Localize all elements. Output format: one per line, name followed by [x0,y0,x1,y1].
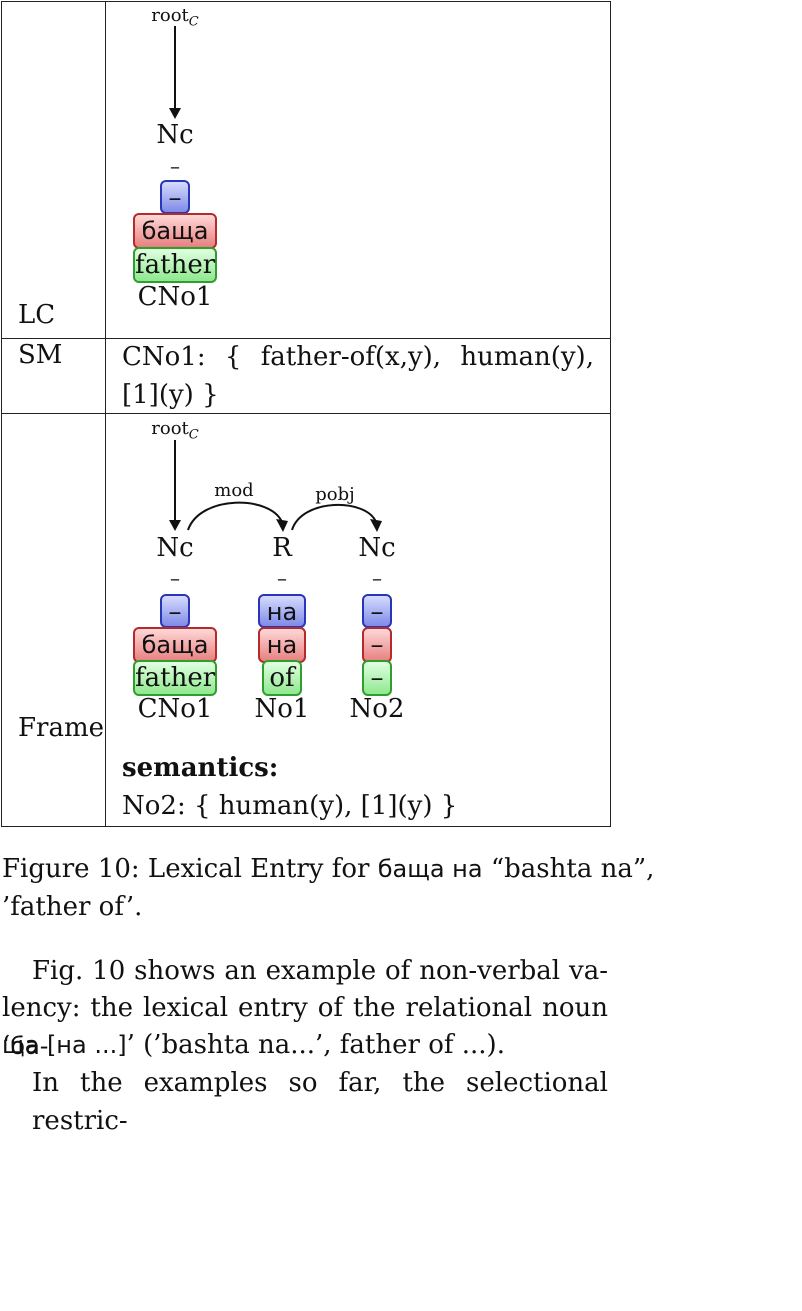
sm-id: CNo1: [122,342,206,372]
frame-node-3-id: No2 [349,694,405,724]
caption-line-1: Figure 10: Lexical Entry for баща на “ba… [2,854,655,884]
frame-node-2-blue-box: на [258,594,306,628]
frame-node-1-id: CNo1 [137,694,213,724]
frame-node-2-id: No1 [254,694,310,724]
paragraph-1-line-3: ща [на ...]’ (’bashta na...’, father of … [2,1030,505,1060]
table-row-divider-lc-sm [1,338,611,339]
table-left-border [1,1,2,827]
frame-node-3-label: Nc [358,533,396,563]
table-top-border [1,1,611,2]
row-label-lc: LC [18,300,56,330]
lc-root-arrow [169,26,181,119]
sm-line-2: [1](y) } [122,380,219,410]
lc-green-box: father [133,247,217,283]
table-row-divider-sm-frame [1,413,611,414]
sm-predicate-human: human(y), [460,342,594,372]
caption-cyrillic: баща на [377,855,483,883]
frame-node-2-red-box: на [258,627,306,663]
frame-arc-mod-label: mod [214,480,254,501]
frame-node-1-blue-box: – [160,594,190,628]
caption-line-2: ’father of’. [2,892,143,922]
frame-node-3-dash: – [372,566,382,590]
sm-line-1: CNo1: { father-of(x,y), human(y), [122,338,594,376]
table-bottom-border [1,826,611,827]
frame-node-3-green-box: – [362,660,392,696]
frame-arc-mod [187,501,283,531]
lc-node-id: CNo1 [137,282,213,312]
table-right-border [610,1,611,827]
frame-node-1-dash: – [170,566,180,590]
frame-node-1-label: Nc [156,533,194,563]
frame-node-3-blue-box: – [362,594,392,628]
lc-node-dash: – [170,154,180,178]
frame-semantics-text: No2: { human(y), [1](y) } [122,791,458,821]
frame-node-1-red-box: баща [133,627,217,663]
frame-node-2-label: R [272,533,292,563]
frame-arc-pobj [291,504,377,531]
row-label-frame: Frame [18,713,105,743]
frame-node-2-dash: – [277,566,287,590]
frame-root-label: rootC [151,418,199,443]
paragraph-1-line-2: lency: the lexical entry of the relation… [2,993,608,1061]
frame-node-1-green-box: father [133,660,217,696]
paragraph-2-line-1: In the examples so far, the selectional … [32,1068,608,1136]
row-label-sm: SM [18,340,63,370]
lc-red-box: баща [133,213,217,249]
frame-node-3-red-box: – [362,627,392,663]
frame-arc-pobj-label: pobj [315,484,355,505]
frame-arcs [169,440,382,532]
frame-node-2-green-box: of [262,660,302,696]
lc-root-label: rootC [151,5,199,30]
table-column-divider [105,1,106,827]
sm-predicate-father-of: father-of(x,y), [260,342,442,372]
lc-node-label: Nc [156,120,194,150]
lc-blue-box: – [160,180,190,214]
sm-brace: { [224,342,242,372]
frame-semantics-label: semantics: [122,753,279,783]
paragraph-1-line-1: Fig. 10 shows an example of non-verbal v… [32,956,608,986]
